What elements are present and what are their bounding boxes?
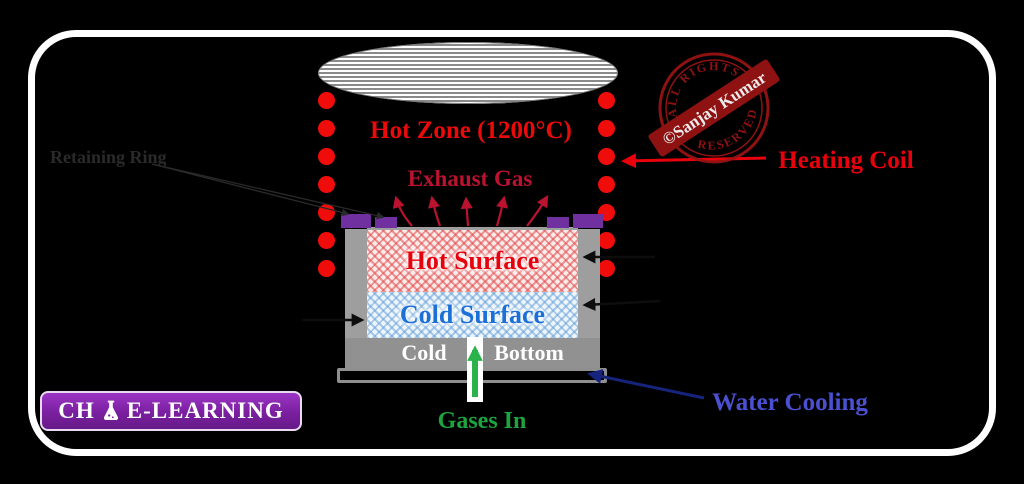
retaining-ring-label: Retaining Ring <box>50 147 167 167</box>
cold-label: Cold <box>401 340 447 365</box>
crucible-left-wall <box>345 229 367 338</box>
heating-coil-dot <box>598 120 615 137</box>
gas-inlet-tube <box>467 337 483 402</box>
copyright-stamp: ©Sanjay Kumar ALL RIGHTS RESERVED <box>648 42 780 165</box>
heating-coil-dot <box>318 148 335 165</box>
heating-coil-dot <box>598 148 615 165</box>
badge-prefix: CH <box>58 398 95 423</box>
gases-in-label: Gases In <box>437 408 527 434</box>
retaining-ring-clamp-right-inner <box>547 217 569 228</box>
heating-coil-dot <box>318 260 335 277</box>
reactor-crucible: Hot Surface Cold Surface Cold Bottom <box>345 227 600 368</box>
heating-coil-dot <box>318 232 335 249</box>
heating-coil-dot <box>598 232 615 249</box>
hot-surface-label: Hot Surface <box>405 246 540 275</box>
stamp-name-band <box>648 59 780 157</box>
heating-coil-dot <box>598 92 615 109</box>
retaining-ring-clamp-right-outer <box>573 214 603 228</box>
water-cooling-label: Water Cooling <box>712 389 868 416</box>
hot-surface-region: Hot Surface <box>367 227 578 292</box>
exhaust-gas-label: Exhaust Gas <box>407 166 533 191</box>
cold-surface-region: Cold Surface <box>367 292 578 338</box>
flask-icon <box>103 400 118 420</box>
coil-top-ellipse <box>318 42 618 104</box>
elearning-badge: CH E-LEARNING <box>40 391 302 431</box>
retaining-ring-clamp-left-inner <box>375 217 397 228</box>
heating-coil-dot <box>318 92 335 109</box>
heating-coil-dot <box>598 260 615 277</box>
heating-coil-dot <box>598 176 615 193</box>
heating-coil-label: Heating Coil <box>778 147 914 174</box>
heating-coil-dot <box>318 204 335 221</box>
cold-surface-label: Cold Surface <box>399 300 546 329</box>
retaining-ring-clamp-left-outer <box>341 214 371 228</box>
crucible-right-wall <box>578 229 600 338</box>
badge-label: E-LEARNING <box>126 398 284 423</box>
rounded-border-frame <box>28 30 996 456</box>
hot-zone-label: Hot Zone (1200°C) <box>370 117 572 144</box>
bottom-label: Bottom <box>494 340 564 365</box>
heating-coil-dot <box>318 120 335 137</box>
heating-coil-dot <box>318 176 335 193</box>
